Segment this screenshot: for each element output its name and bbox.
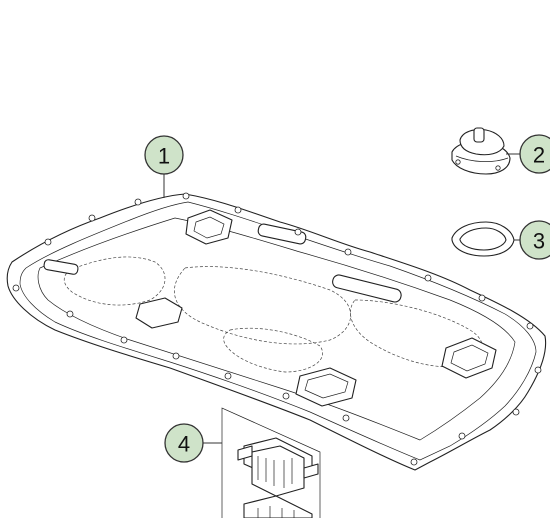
tray-recess-lower (223, 327, 323, 373)
bolt (534, 366, 542, 374)
bolt (478, 294, 486, 302)
callout-3-label: 3 (533, 229, 545, 254)
callout-2: 2 (519, 134, 550, 174)
bolt (294, 228, 302, 236)
tray-slot-left (43, 259, 79, 275)
tray-bolts (12, 192, 542, 466)
part-2-connector-housing (451, 127, 511, 175)
callout-3: 3 (519, 220, 550, 260)
tray-recess-right (350, 299, 483, 368)
bolt (512, 408, 520, 416)
bolt (182, 192, 190, 200)
housing-post (473, 127, 485, 143)
bolt (44, 238, 52, 246)
callout-4: 4 (164, 423, 204, 463)
tray-recess-left (63, 256, 166, 306)
part-4-connector-module (221, 407, 321, 518)
callout-4-label: 4 (178, 432, 190, 457)
connector-block-upper (237, 437, 319, 497)
tray-boss-top (185, 209, 233, 245)
tray-slot-right (332, 274, 402, 303)
bolt (172, 352, 180, 360)
module-frame (221, 407, 321, 518)
bolt (12, 284, 20, 292)
bolt (120, 336, 128, 344)
tray-boss-right (441, 337, 497, 379)
callout-2-label: 2 (533, 143, 545, 168)
tray-top-surface (37, 217, 516, 441)
tray-recess-center (174, 266, 351, 345)
gasket-inner (459, 227, 507, 251)
callout-1: 1 (144, 135, 184, 175)
bolt (234, 206, 242, 214)
part-1-tray-cover (6, 192, 547, 471)
bolt (458, 432, 466, 440)
bolt (526, 322, 534, 330)
tray-slot-top (257, 223, 307, 245)
tray-boss-left (135, 297, 183, 329)
tray-inner-flange (19, 201, 537, 461)
bolt (134, 198, 142, 206)
bolt (224, 372, 232, 380)
callout-1-label: 1 (158, 144, 170, 169)
bolt (66, 310, 74, 318)
bolt (344, 248, 352, 256)
bolt (410, 458, 418, 466)
bolt (424, 274, 432, 282)
tray-boss-bottom (295, 367, 357, 407)
bolt (88, 214, 96, 222)
part-3-gasket (451, 221, 515, 257)
tray-outer-flange (6, 193, 547, 471)
bolt (342, 414, 350, 422)
bolt (282, 392, 290, 400)
connector-block-lower (243, 495, 313, 518)
